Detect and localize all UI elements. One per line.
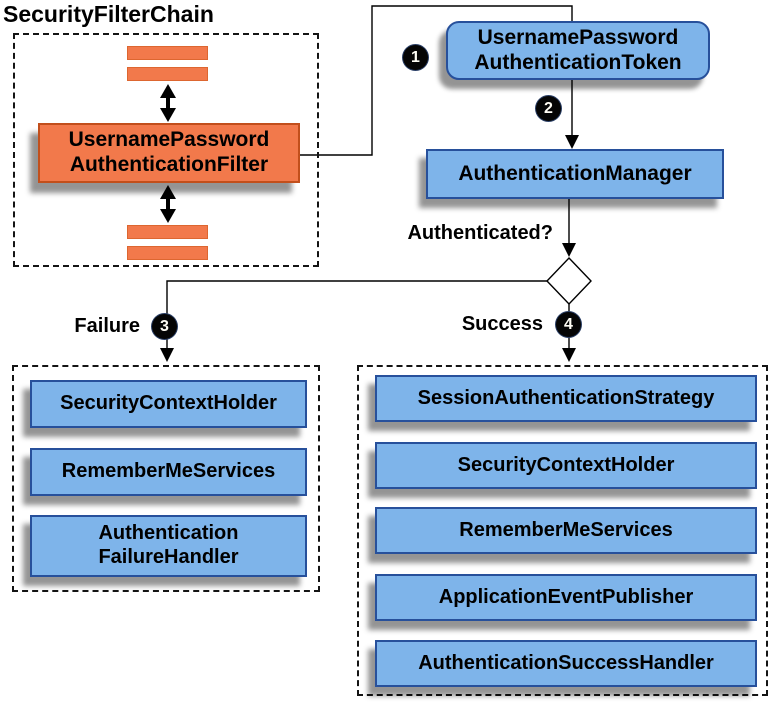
step-4-badge: 4: [556, 312, 581, 337]
success-handlers-container: [357, 365, 768, 696]
username-password-authentication-filter-box: UsernamePassword AuthenticationFilter: [38, 123, 300, 183]
username-password-authentication-token-box: UsernamePassword AuthenticationToken: [446, 21, 710, 80]
step-3-badge: 3: [152, 314, 177, 339]
step-1-badge: 1: [403, 45, 428, 70]
step-2-badge: 2: [536, 96, 561, 121]
security-context-holder-success-box: SecurityContextHolder: [375, 442, 757, 489]
arrowhead-into-decision-icon: [562, 243, 576, 257]
filter-placeholder-bar-3: [127, 225, 208, 239]
authentication-failure-handler-box: Authentication FailureHandler: [30, 515, 307, 577]
filter-placeholder-bar-2: [127, 67, 208, 81]
filter-placeholder-bar-1: [127, 46, 208, 60]
arrowhead-into-success-panel-icon: [562, 348, 576, 362]
arrowhead-into-manager-icon: [565, 135, 579, 149]
application-event-publisher-box: ApplicationEventPublisher: [375, 574, 757, 621]
filter-placeholder-bar-4: [127, 246, 208, 260]
connector-filter-to-token: [300, 5, 573, 156]
authentication-success-handler-box: AuthenticationSuccessHandler: [375, 640, 757, 687]
bidirectional-arrow-bottom-icon: [160, 185, 176, 223]
authenticated-question-label: Authenticated?: [407, 222, 553, 244]
remember-me-services-success-box: RememberMeServices: [375, 507, 757, 554]
decision-diamond: [546, 256, 592, 306]
failure-handlers-container: [12, 365, 320, 592]
success-label: Success: [461, 313, 543, 335]
remember-me-services-failure-box: RememberMeServices: [30, 448, 307, 496]
security-filter-chain-title: SecurityFilterChain: [3, 1, 214, 27]
bidirectional-arrow-top-icon: [160, 84, 176, 122]
security-filter-chain-container: [13, 33, 319, 267]
session-authentication-strategy-box: SessionAuthenticationStrategy: [375, 375, 757, 422]
security-context-holder-failure-box: SecurityContextHolder: [30, 380, 307, 428]
failure-label: Failure: [74, 315, 140, 337]
arrowhead-into-failure-panel-icon: [160, 348, 174, 362]
authentication-manager-box: AuthenticationManager: [426, 149, 724, 199]
